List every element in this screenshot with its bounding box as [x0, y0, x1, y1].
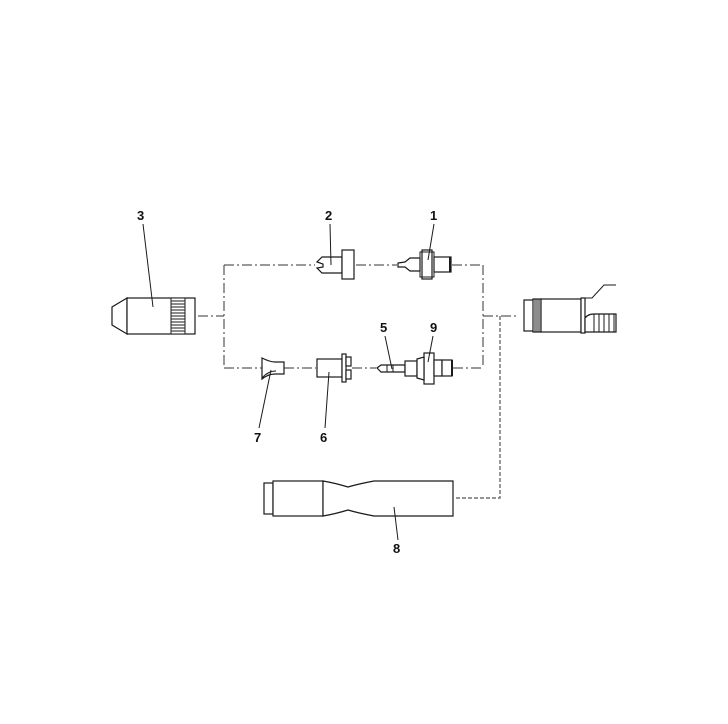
part-9-step: [433, 359, 443, 377]
part-6-flange: [341, 353, 347, 383]
handle-grip: [322, 480, 454, 517]
part-9: 9: [404, 320, 453, 385]
part-2: 2: [315, 208, 355, 280]
part-6-tab-top: [345, 356, 352, 367]
leader-6: [324, 371, 330, 429]
part-2-shaft: [315, 256, 343, 274]
assembly-lines: [198, 264, 516, 499]
part-7-arc: [261, 370, 277, 379]
part-9-taper: [416, 356, 425, 381]
part-1-flange: [421, 249, 433, 280]
callout-9: 9: [430, 320, 437, 335]
part-6: 6: [316, 353, 352, 445]
callout-2: 2: [325, 208, 332, 223]
leader-3: [142, 223, 154, 308]
shield-cup-tip: [111, 296, 128, 336]
callout-7: 7: [254, 430, 261, 445]
part-3-shield-cup: 3: [111, 208, 196, 336]
leader-7: [258, 369, 272, 429]
leader-9: [427, 335, 434, 363]
handle-front: [272, 480, 324, 517]
part-2-flange: [341, 249, 355, 280]
part-6-body: [316, 358, 343, 378]
leader-5: [384, 335, 393, 370]
torch-head-collar: [580, 297, 586, 334]
part-7-cone: [261, 357, 285, 381]
callout-6: 6: [320, 430, 327, 445]
part-8-handle: 8: [263, 480, 454, 556]
part-5: 5: [376, 320, 406, 373]
leader-8: [393, 506, 399, 541]
torch-hose: [584, 313, 617, 333]
leader-1: [427, 223, 435, 261]
callout-1: 1: [430, 208, 437, 223]
knurl-lines: [171, 300, 185, 332]
callout-8: 8: [393, 541, 400, 556]
part-9-neck: [404, 360, 418, 377]
part-1-tip: [397, 257, 421, 272]
handle-end-cap: [263, 482, 274, 515]
part-9-body: [441, 359, 453, 377]
torch-cable-upper: [585, 284, 616, 299]
torch-head-body: [540, 298, 582, 333]
part-6-tab-bottom: [345, 369, 352, 380]
torch-head-assembly: [523, 284, 617, 334]
leader-2: [329, 223, 332, 266]
part-1: 1: [397, 208, 452, 280]
dotted-leader-8: [455, 316, 501, 499]
callout-3: 3: [137, 208, 144, 223]
part-7: 7: [254, 357, 285, 445]
part-1-body: [433, 256, 452, 273]
callout-5: 5: [380, 320, 387, 335]
